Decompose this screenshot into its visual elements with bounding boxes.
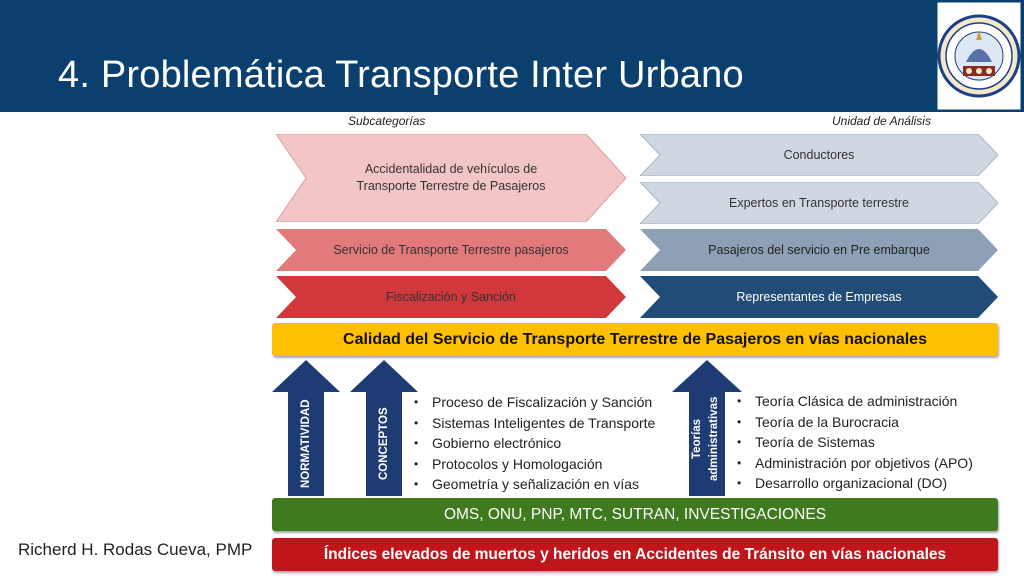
problem-banner: Índices elevados de muertos y heridos en… (272, 538, 998, 571)
unit-company-representatives: Representantes de Empresas (640, 276, 998, 318)
list-item: Proceso de Fiscalización y Sanción (432, 392, 655, 413)
list-item: Protocolos y Homologación (432, 454, 655, 475)
conceptos-arrow: CONCEPTOS (350, 360, 418, 496)
teorias-arrow: Teorías administrativas (672, 360, 742, 496)
list-item: Desarrollo organizacional (DO) (755, 473, 973, 494)
list-item: Teoría Clásica de administración (755, 391, 973, 412)
main-quality-banner: Calidad del Servicio de Transporte Terre… (272, 323, 998, 356)
list-item: Geometría y señalización en vías (432, 474, 655, 495)
list-item: Administración por objetivos (APO) (755, 453, 973, 474)
university-seal-logo (936, 0, 1022, 112)
subcategory-accidentality: Accidentalidad de vehículos de Transport… (276, 134, 626, 222)
teorias-label: Teorías administrativas (691, 396, 720, 482)
slide-title: 4. Problemática Transporte Inter Urbano (58, 54, 744, 96)
normatividad-arrow: NORMATIVIDAD (272, 360, 340, 496)
sources-banner: OMS, ONU, PNP, MTC, SUTRAN, INVESTIGACIO… (272, 498, 998, 531)
list-item: Teoría de Sistemas (755, 432, 973, 453)
conceptos-label: CONCEPTOS (378, 407, 390, 481)
list-item: Teoría de la Burocracia (755, 412, 973, 433)
list-item: Gobierno electrónico (432, 433, 655, 454)
unit-experts: Expertos en Transporte terrestre (640, 182, 998, 224)
normatividad-label: NORMATIVIDAD (300, 399, 312, 489)
title-bar: 4. Problemática Transporte Inter Urbano (0, 0, 1024, 112)
unit-drivers: Conductores (640, 134, 998, 176)
concepts-list: Proceso de Fiscalización y Sanción Siste… (432, 392, 655, 495)
subcategory-service: Servicio de Transporte Terrestre pasajer… (276, 229, 626, 271)
theories-list: Teoría Clásica de administración Teoría … (755, 391, 973, 494)
unit-of-analysis-label: Unidad de Análisis (832, 114, 931, 128)
unit-passengers: Pasajeros del servicio en Pre embarque (640, 229, 998, 271)
author-name: Richerd H. Rodas Cueva, PMP (18, 540, 253, 559)
subcategory-enforcement: Fiscalización y Sanción (276, 276, 626, 318)
list-item: Sistemas Inteligentes de Transporte (432, 413, 655, 434)
subcategories-label: Subcategorías (348, 114, 426, 128)
